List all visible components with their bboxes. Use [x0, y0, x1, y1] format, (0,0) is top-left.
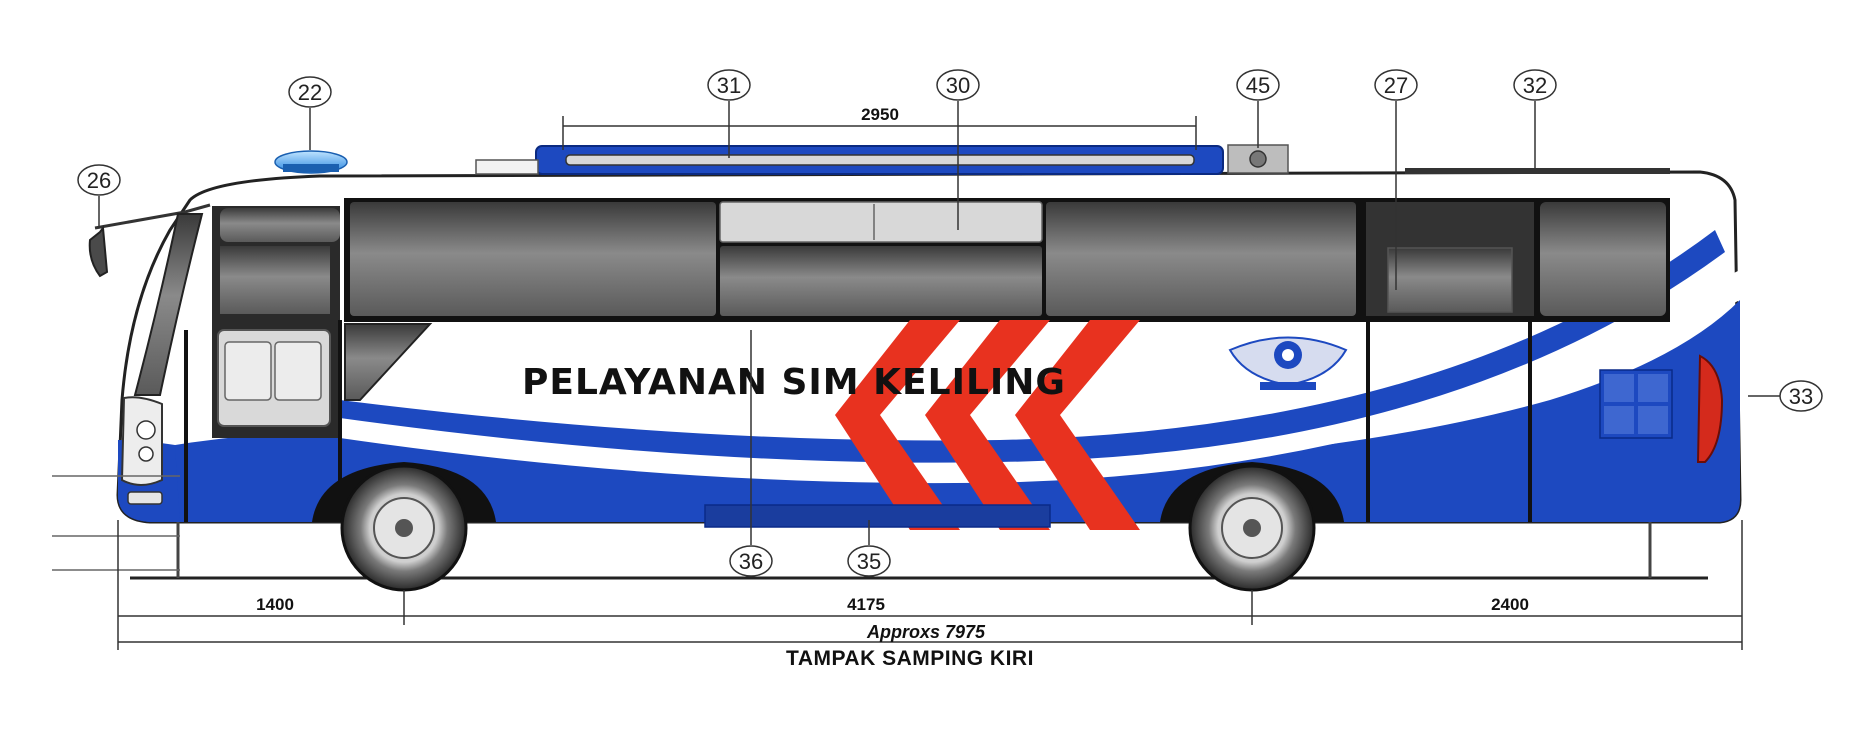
passenger-windows — [344, 198, 1670, 322]
roof-dimension: 2950 — [562, 105, 1197, 150]
blue-lower-panel — [118, 300, 1740, 522]
callout-33: 33 — [1748, 380, 1823, 412]
callout-31: 31 — [707, 69, 751, 158]
svg-text:45: 45 — [1246, 73, 1270, 98]
view-caption: TAMPAK SAMPING KIRI — [786, 647, 1034, 670]
svg-text:32: 32 — [1523, 73, 1547, 98]
svg-text:31: 31 — [717, 73, 741, 98]
red-chevron-stripes — [835, 320, 1140, 530]
svg-text:26: 26 — [87, 168, 111, 193]
luggage-panel-vent — [704, 504, 1051, 528]
svg-text:22: 22 — [298, 80, 322, 105]
windshield — [133, 213, 204, 396]
roof-speaker — [1227, 144, 1289, 174]
svg-text:36: 36 — [739, 549, 763, 574]
rear-grille — [1599, 369, 1673, 439]
overall-length-dimensions — [117, 520, 1743, 650]
front-headlights — [120, 396, 163, 505]
roof-light-bar — [535, 145, 1224, 175]
livery-text: PELAYANAN SIM KELILING — [522, 362, 1066, 403]
callout-35: 35 — [847, 520, 891, 577]
height-reference-lines — [52, 475, 180, 571]
svg-text:2950: 2950 — [861, 105, 899, 124]
driver-window — [344, 323, 433, 401]
total-length-dimension: Approxs 7975 — [866, 622, 986, 642]
front-overhang-dimension: 1400 — [256, 595, 294, 614]
callout-27: 27 — [1374, 69, 1418, 290]
door-pillars — [184, 320, 1532, 522]
svg-text:30: 30 — [946, 73, 970, 98]
roof-beacon — [274, 150, 348, 174]
front-door — [212, 206, 340, 438]
svg-text:33: 33 — [1789, 384, 1813, 409]
svg-text:35: 35 — [857, 549, 881, 574]
police-emblem-logo — [1228, 336, 1348, 390]
callout-26: 26 — [77, 164, 121, 228]
rear-overhang-dimension: 2400 — [1491, 595, 1529, 614]
svg-text:27: 27 — [1384, 73, 1408, 98]
roof-hatch — [1405, 168, 1670, 174]
callout-32: 32 — [1513, 69, 1557, 168]
front-wheel — [312, 462, 496, 592]
callout-30: 30 — [936, 69, 980, 230]
callout-36: 36 — [729, 330, 773, 577]
callout-22: 22 — [288, 76, 332, 150]
callout-45: 45 — [1236, 69, 1280, 148]
side-mirror — [88, 203, 211, 278]
rear-wheel — [1160, 462, 1344, 592]
rear-tail-light — [1696, 354, 1724, 463]
blue-upper-swoosh — [340, 230, 1725, 463]
white-swoosh-stripe — [340, 270, 1740, 484]
roof-step — [475, 159, 539, 175]
wheelbase-dimension: 4175 — [847, 595, 885, 614]
